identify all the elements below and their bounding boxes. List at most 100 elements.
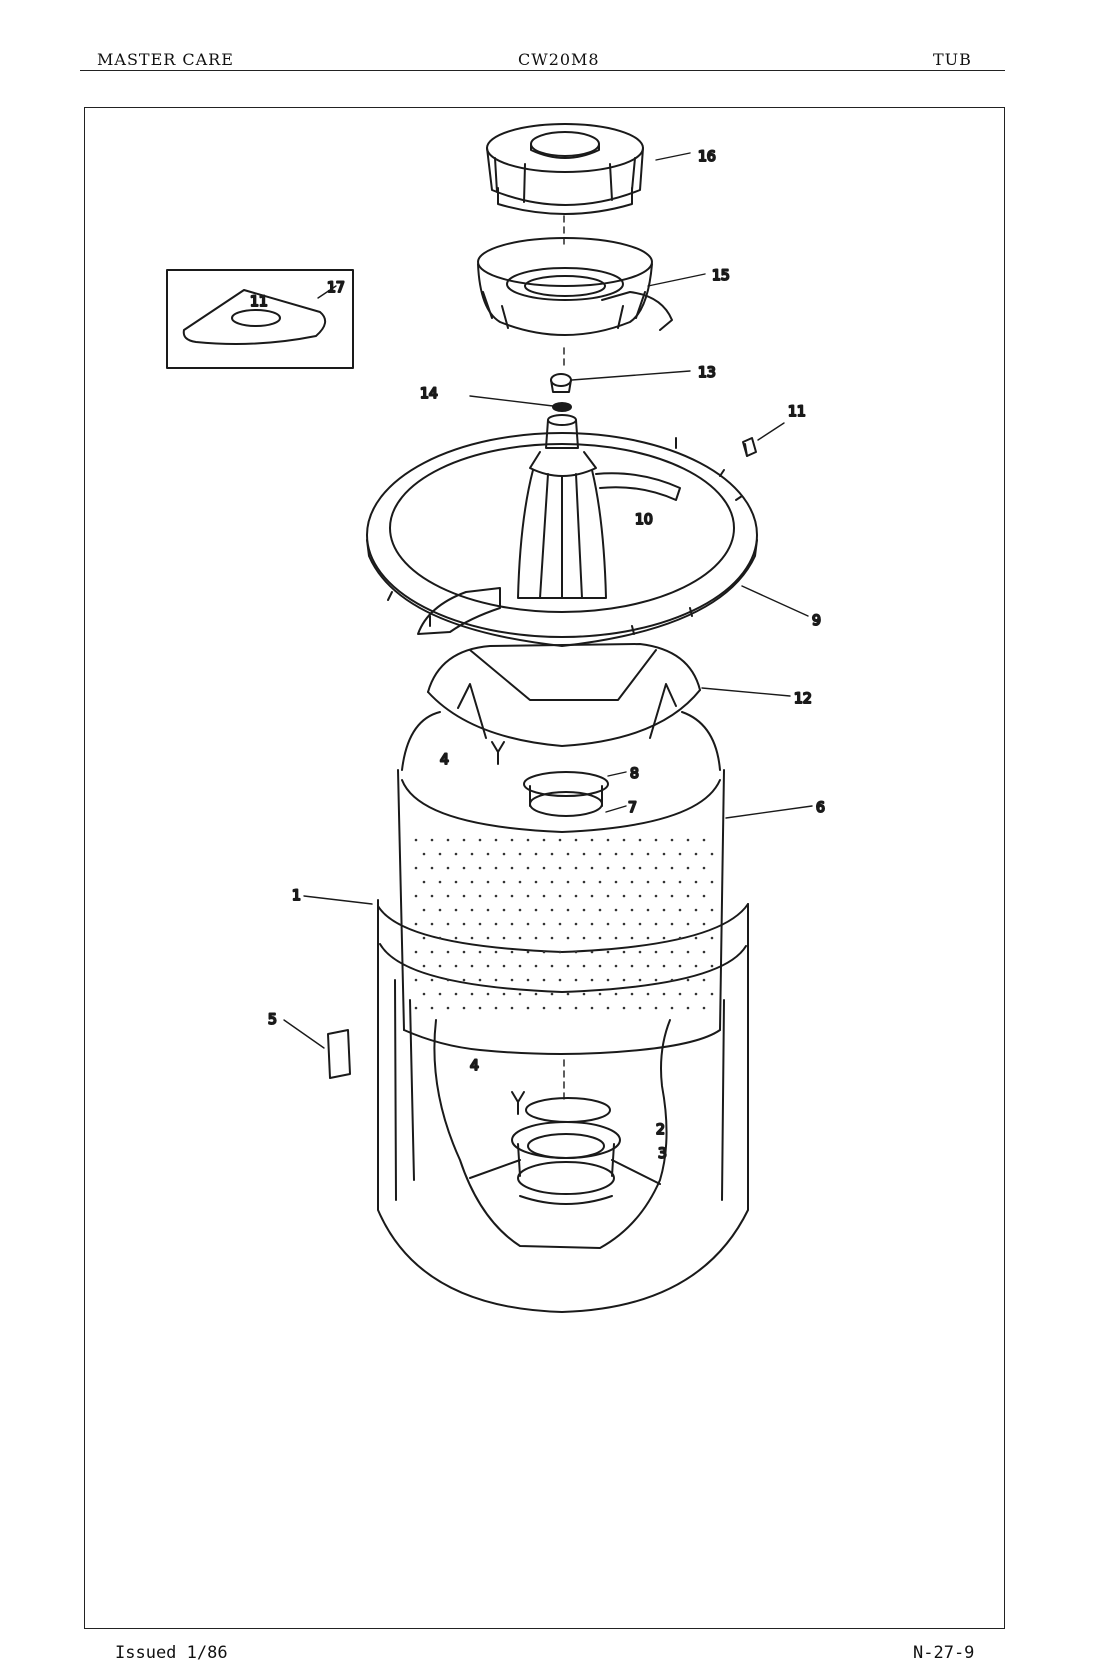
perforation-dot (598, 936, 602, 940)
perforation-dot (454, 880, 458, 884)
perforation-dot (414, 866, 418, 870)
perforation-dot (494, 838, 498, 842)
perforation-dot (542, 950, 546, 954)
perforation-dot (630, 992, 634, 996)
callout-11: 11 (788, 404, 806, 420)
perforation-dot (686, 894, 690, 898)
perforation-dot (534, 852, 538, 856)
perforation-dot (550, 852, 554, 856)
perforation-dot (438, 908, 442, 912)
perforation-dot (534, 936, 538, 940)
perforation-dot (654, 922, 658, 926)
perforation-dot (638, 1006, 642, 1010)
perforation-dot (446, 950, 450, 954)
perforation-dot (518, 936, 522, 940)
perforation-dot (478, 978, 482, 982)
perforation-dot (614, 992, 618, 996)
perforation-dot (438, 852, 442, 856)
perforation-dot (486, 936, 490, 940)
perforation-dot (494, 922, 498, 926)
perforation-dot (446, 978, 450, 982)
perforation-dot (614, 852, 618, 856)
part-13-bolt (550, 373, 572, 393)
perforation-dot (414, 838, 418, 842)
perforation-dot (478, 1006, 482, 1010)
perforation-dot (430, 922, 434, 926)
perforation-dot (686, 838, 690, 842)
callout-7: 7 (628, 800, 637, 816)
perforation-dot (430, 950, 434, 954)
perforation-dot (590, 978, 594, 982)
perforation-dot (454, 936, 458, 940)
callout-9: 9 (812, 613, 821, 629)
tub-exploded-diagram: 16 15 17 11 13 14 11 10 9 12 4 8 7 6 1 5… (166, 123, 826, 1313)
perforation-dot (710, 936, 714, 940)
perforation-dot (422, 908, 426, 912)
perforation-dot (478, 838, 482, 842)
perforation-dot (702, 866, 706, 870)
perforation-dot (414, 950, 418, 954)
perforation-dot (574, 978, 578, 982)
callout-4-lower: 4 (470, 1058, 479, 1074)
perforation-dot (678, 964, 682, 968)
perforation-dot (550, 964, 554, 968)
perforation-dot (542, 866, 546, 870)
perforation-dot (462, 894, 466, 898)
perforation-dot (510, 922, 514, 926)
perforation-dot (670, 866, 674, 870)
perforation-dot (710, 964, 714, 968)
perforation-dot (670, 838, 674, 842)
perforation-dot (470, 992, 474, 996)
perforation-dot (694, 964, 698, 968)
perforation-dot (558, 922, 562, 926)
perforation-dot (430, 866, 434, 870)
perforation-dot (678, 852, 682, 856)
agitator-shaft (517, 414, 607, 599)
perforation-dot (558, 838, 562, 842)
perforation-dot (550, 936, 554, 940)
header-left: MASTER CARE (97, 50, 234, 69)
perforation-dot (598, 852, 602, 856)
perforation-dot (614, 880, 618, 884)
perforation-dot (414, 922, 418, 926)
callout-16: 16 (698, 149, 716, 165)
perforation-dot (486, 992, 490, 996)
perforation-dot (582, 936, 586, 940)
callout-6: 6 (816, 800, 825, 816)
perforation-dot (470, 908, 474, 912)
perforation-dot (590, 950, 594, 954)
perforation-dot (638, 866, 642, 870)
perforation-dot (582, 852, 586, 856)
perforation-dot (654, 978, 658, 982)
perforation-dot (550, 992, 554, 996)
perforation-dot (638, 894, 642, 898)
perforation-dot (622, 978, 626, 982)
perforation-dot (430, 1006, 434, 1010)
perforation-dot (638, 838, 642, 842)
perforation-dot (526, 894, 530, 898)
perforation-dot (622, 950, 626, 954)
perforation-dot (694, 852, 698, 856)
perforation-dot (478, 866, 482, 870)
callout-17-inner: 11 (250, 294, 268, 310)
perforation-dot (606, 950, 610, 954)
perforation-dot (710, 880, 714, 884)
part-15-agitator-barrier (477, 237, 653, 336)
perforation-dot (622, 922, 626, 926)
perforation-dot (606, 838, 610, 842)
perforation-dot (542, 1006, 546, 1010)
part-1-outer-tub (377, 899, 749, 1313)
perforation-dot (542, 838, 546, 842)
perforation-dot (566, 936, 570, 940)
perforation-dot (574, 894, 578, 898)
perforation-dot (638, 978, 642, 982)
perforation-dot (678, 908, 682, 912)
part-16-agitator-cap (486, 123, 644, 215)
perforation-dot (494, 1006, 498, 1010)
perforation-dot (630, 852, 634, 856)
perforation-dot (486, 880, 490, 884)
perforation-dot (694, 992, 698, 996)
perforation-dot (702, 1006, 706, 1010)
callout-8: 8 (630, 766, 639, 782)
callout-17: 17 (327, 280, 345, 296)
